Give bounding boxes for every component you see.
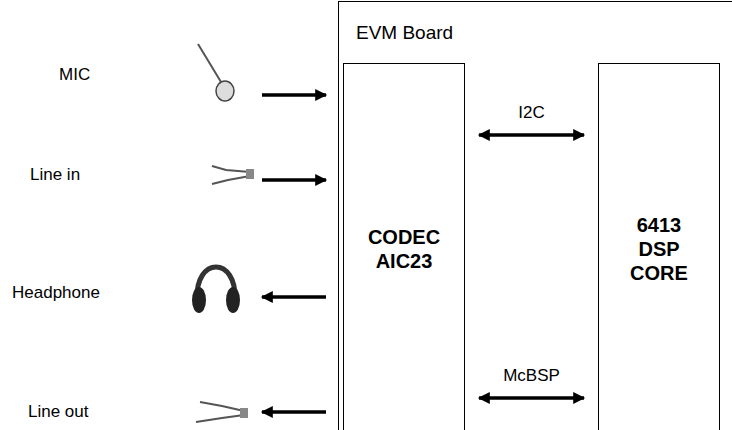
port-label: Line out — [26, 402, 91, 422]
dsp-box: 6413 DSP CORE — [598, 63, 720, 430]
codec-box: CODEC AIC23 — [343, 63, 465, 430]
bus-arrow — [479, 133, 584, 137]
mic-cable — [198, 44, 221, 82]
output-arrow — [262, 295, 326, 299]
output-arrow — [262, 410, 326, 414]
microphone-icon — [198, 44, 234, 101]
port-label: Headphone — [10, 283, 102, 303]
chip-name: CODEC AIC23 — [361, 225, 447, 273]
cable — [212, 176, 250, 184]
cable — [212, 166, 250, 172]
cable — [196, 415, 244, 422]
input-arrow — [262, 178, 326, 182]
plug — [240, 408, 248, 418]
mic-head — [216, 81, 234, 101]
input-arrow — [262, 93, 326, 97]
bus-arrow — [479, 396, 584, 400]
ear-cup — [226, 287, 240, 313]
ear-cup — [192, 287, 206, 313]
bus-label: I2C — [516, 103, 546, 123]
line-out-cable-icon — [196, 402, 248, 422]
plug — [246, 169, 254, 179]
cable — [200, 402, 244, 411]
line-in-cable-icon — [212, 166, 254, 184]
board-title: EVM Board — [356, 22, 453, 45]
port-label: MIC — [57, 65, 92, 85]
headphone-icon — [192, 267, 240, 313]
port-label: Line in — [28, 165, 82, 185]
bus-label: McBSP — [501, 366, 562, 386]
chip-name: 6413 DSP CORE — [616, 213, 702, 285]
